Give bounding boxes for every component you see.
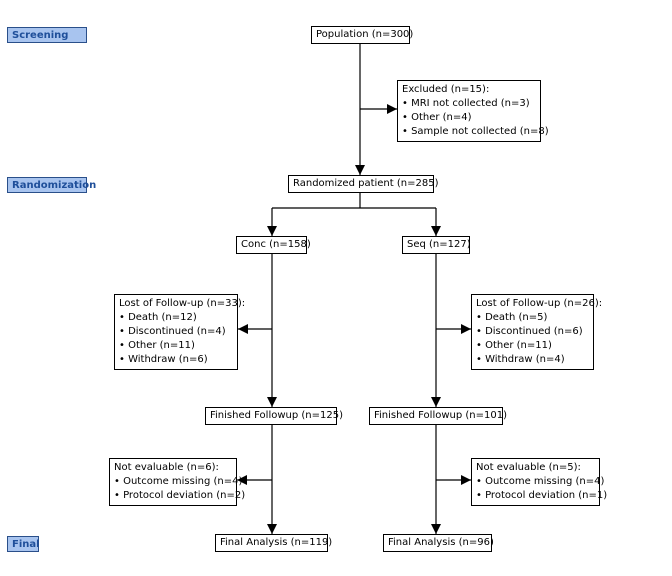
right-lost-item: • Death (n=5) [476, 312, 548, 323]
phase-label-randomization: Randomization [7, 177, 96, 193]
right-finished-box: Finished Followup (n=101) [369, 407, 507, 425]
right-lost-item: • Withdraw (n=4) [476, 354, 565, 365]
randomized-box: Randomized patient (n=285) [288, 175, 438, 193]
right-lost-title: Lost of Follow-up (n=26): [476, 298, 603, 309]
left-lost-item: • Withdraw (n=6) [119, 354, 208, 365]
right-noteval-item: • Protocol deviation (n=1) [476, 490, 608, 501]
right-lost-item: • Other (n=11) [476, 340, 552, 351]
phase-label-final: Final [7, 536, 40, 552]
left-noteval-item: • Protocol deviation (n=2) [114, 490, 246, 501]
excluded-box: Excluded (n=15): • MRI not collected (n=… [397, 80, 549, 142]
excluded-item: • MRI not collected (n=3) [402, 98, 530, 109]
population-box: Population (n=300) [311, 26, 413, 44]
left-lost-followup-box: Lost of Follow-up (n=33): • Death (n=12)… [114, 294, 246, 370]
phase-label-screening: Screening [7, 27, 87, 43]
right-noteval-item: • Outcome missing (n=4) [476, 476, 605, 487]
excluded-item: • Other (n=4) [402, 112, 472, 123]
excluded-item: • Sample not collected (n=8) [402, 126, 549, 137]
right-final-analysis-box: Final Analysis (n=96) [383, 534, 494, 552]
left-lost-title: Lost of Follow-up (n=33): [119, 298, 246, 309]
seq-arm-box: Seq (n=127) [402, 236, 471, 254]
conc-arm-box: Conc (n=158) [236, 236, 311, 254]
left-finished-box: Finished Followup (n=125) [205, 407, 343, 425]
left-lost-item: • Other (n=11) [119, 340, 195, 351]
left-final-analysis-box: Final Analysis (n=119) [215, 534, 332, 552]
left-noteval-item: • Outcome missing (n=4) [114, 476, 243, 487]
left-noteval-title: Not evaluable (n=6): [114, 462, 219, 473]
excluded-title: Excluded (n=15): [402, 84, 490, 95]
right-lost-item: • Discontinued (n=6) [476, 326, 583, 337]
left-not-evaluable-box: Not evaluable (n=6): • Outcome missing (… [109, 458, 246, 506]
right-lost-followup-box: Lost of Follow-up (n=26): • Death (n=5) … [471, 294, 603, 370]
right-noteval-title: Not evaluable (n=5): [476, 462, 581, 473]
left-lost-item: • Death (n=12) [119, 312, 197, 323]
right-not-evaluable-box: Not evaluable (n=5): • Outcome missing (… [471, 458, 608, 506]
left-lost-item: • Discontinued (n=4) [119, 326, 226, 337]
